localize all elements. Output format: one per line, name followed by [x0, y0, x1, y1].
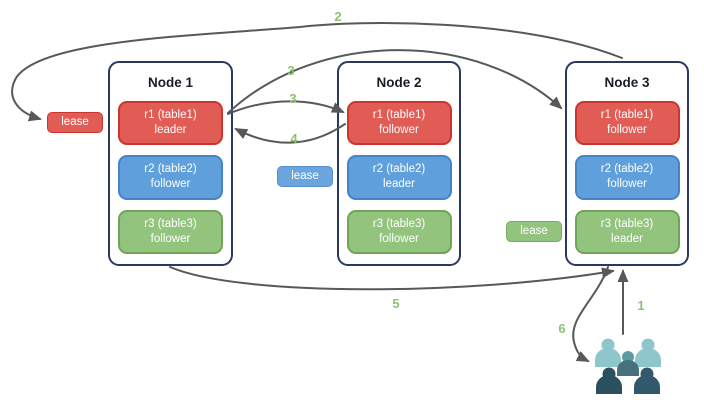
- lease-badge-r2: lease: [277, 166, 333, 187]
- node-1-title: Node 1: [147, 75, 193, 90]
- range-role-label: follower: [379, 232, 419, 245]
- range-id-label: r1 (table1): [144, 109, 197, 122]
- node2-range-r2: r2 (table2) leader: [346, 155, 452, 200]
- node-1-box: Node 1 r1 (table1) leader r2 (table2) fo…: [108, 61, 233, 266]
- range-id-label: r3 (table3): [600, 217, 654, 230]
- range-id-label: r3 (table3): [372, 217, 426, 230]
- node3-range-r1: r1 (table1) follower: [574, 101, 680, 146]
- step-number-6: 6: [558, 321, 566, 336]
- arrow-step-5: [169, 266, 615, 291]
- range-role-label: leader: [611, 232, 643, 245]
- node-3-box: Node 3 r1 (table1) follower r2 (table2) …: [565, 61, 689, 266]
- users-icon: [595, 338, 661, 394]
- range-id-label: r1 (table1): [600, 109, 654, 122]
- range-id-label: r1 (table1): [372, 109, 426, 122]
- step-number-2: 2: [334, 9, 342, 24]
- node3-range-r3: r3 (table3) leader: [574, 209, 680, 254]
- step-number-3-lower: 3: [289, 91, 297, 106]
- range-role-label: leader: [154, 124, 187, 137]
- step-number-1: 1: [637, 298, 645, 313]
- range-id-label: r3 (table3): [144, 217, 197, 230]
- range-id-label: r2 (table2): [600, 163, 654, 176]
- node-2-title: Node 2: [376, 75, 422, 90]
- step-number-4: 4: [290, 131, 298, 146]
- arrow-step-2: [11, 22, 623, 122]
- range-role-label: follower: [607, 178, 647, 191]
- range-role-label: follower: [379, 124, 419, 137]
- range-role-label: leader: [383, 178, 415, 191]
- lease-badge-r1: lease: [47, 112, 103, 133]
- node-2-box: Node 2 r1 (table1) follower r2 (table2) …: [337, 61, 461, 266]
- range-role-label: follower: [607, 124, 647, 137]
- node2-range-r1: r1 (table1) follower: [346, 101, 452, 146]
- step-number-5: 5: [392, 296, 400, 311]
- range-id-label: r2 (table2): [144, 163, 197, 176]
- range-id-label: r2 (table2): [372, 163, 426, 176]
- node2-range-r3: r3 (table3) follower: [346, 209, 452, 254]
- node1-range-r2: r2 (table2) follower: [118, 155, 223, 200]
- node1-range-r3: r3 (table3) follower: [118, 209, 223, 254]
- node3-range-r2: r2 (table2) follower: [574, 155, 680, 200]
- node-3-title: Node 3: [604, 75, 650, 90]
- range-role-label: follower: [150, 232, 191, 245]
- lease-badge-r3: lease: [506, 221, 562, 242]
- step-number-3-upper: 3: [287, 63, 295, 78]
- range-role-label: follower: [150, 178, 191, 191]
- node1-range-r1: r1 (table1) leader: [118, 101, 223, 146]
